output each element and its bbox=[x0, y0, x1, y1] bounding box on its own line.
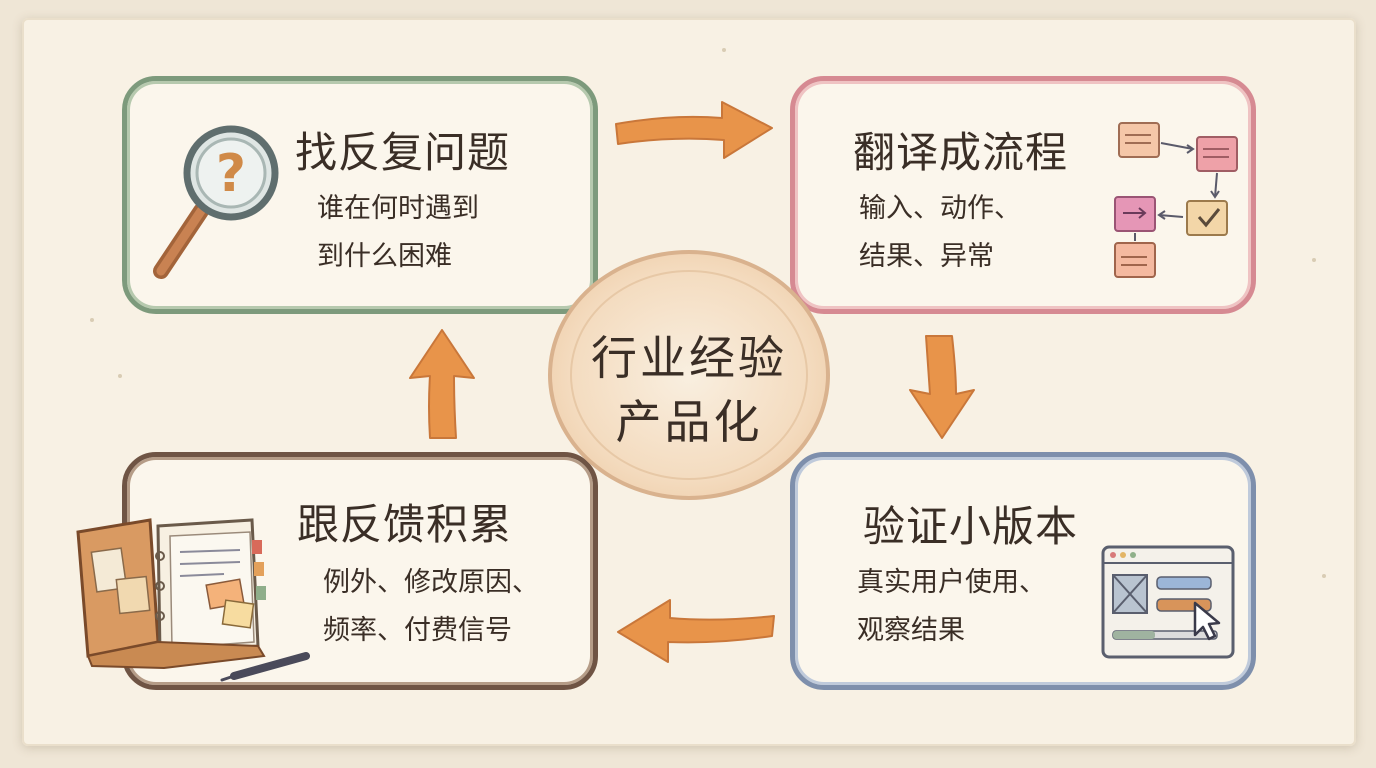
center-title-line2: 产品化 bbox=[615, 395, 763, 449]
center-circle: 行业经验 产品化 bbox=[548, 250, 830, 500]
center-ring bbox=[570, 270, 808, 480]
step-description: 真实用户使用、 观察结果 bbox=[857, 567, 1046, 646]
center-title-line1: 行业经验 bbox=[591, 331, 787, 385]
arrow-left-icon bbox=[617, 599, 775, 663]
step-description: 谁在何时遇到 到什么困难 bbox=[317, 193, 479, 272]
step-title: 验证小版本 bbox=[863, 502, 1079, 551]
svg-text:?: ? bbox=[216, 144, 246, 204]
arrow-up-icon bbox=[409, 329, 475, 439]
step-box-validate-version: 验证小版本 真实用户使用、 观察结果 bbox=[790, 452, 1256, 690]
step-title: 跟反馈积累 bbox=[297, 500, 513, 549]
step-description: 输入、动作、 结果、异常 bbox=[859, 193, 1021, 272]
arrow-right-icon bbox=[615, 101, 773, 159]
flowchart-notes-icon bbox=[1114, 122, 1238, 278]
browser-window-cursor-icon bbox=[1101, 545, 1235, 659]
step-box-find-problems: ? 找反复问题 谁在何时遇到 到什么困难 bbox=[122, 76, 598, 314]
step-title: 找反复问题 bbox=[295, 128, 511, 177]
step-title: 翻译成流程 bbox=[853, 128, 1069, 177]
step-box-translate-process: 翻译成流程 输入、动作、 结果、异常 bbox=[790, 76, 1256, 314]
magnifier-question-icon: ? bbox=[153, 125, 279, 279]
arrow-down-icon bbox=[909, 335, 975, 439]
step-description: 例外、修改原因、 频率、付费信号 bbox=[323, 567, 539, 646]
notebook-pen-icon bbox=[76, 518, 310, 682]
